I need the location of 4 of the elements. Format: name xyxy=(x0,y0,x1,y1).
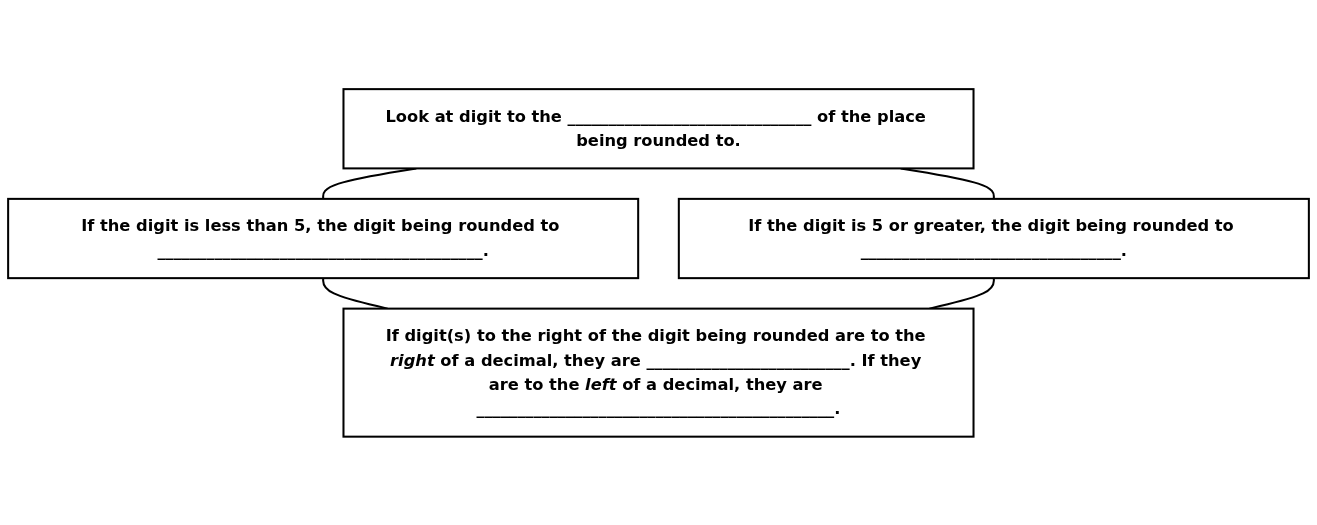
node-box: If the digit is less than 5, the digit being rounded to ________________________________________. xyxy=(7,197,640,279)
node-box: Look at digit to the ______________________________ of the place being rounded to. xyxy=(342,87,975,169)
node-box: If the digit is 5 or greater, the digit being rounded to ________________________________. xyxy=(677,197,1310,279)
node-box: If digit(s) to the right of the digit being rounded are to the right of a decimal, they are _________________________. If they are to the left of a decimal, they are ____________________________________________. xyxy=(342,307,975,438)
